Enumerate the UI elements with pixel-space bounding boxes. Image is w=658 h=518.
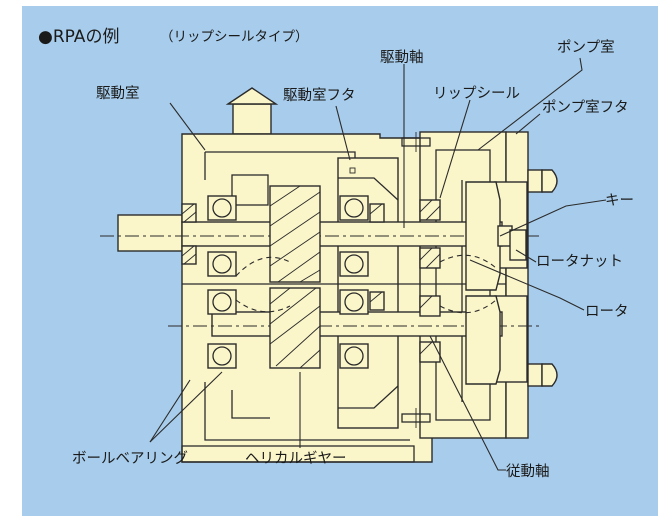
label-drive-chamber: 駆動室 bbox=[96, 85, 140, 102]
bearing-spacers bbox=[181, 203, 385, 311]
top-cap bbox=[225, 87, 279, 135]
drive-shaft bbox=[100, 214, 540, 252]
label-pump-chamber: ポンプ室 bbox=[557, 39, 615, 56]
lip-seal-upper bbox=[419, 199, 441, 269]
bolt-bottom bbox=[401, 408, 431, 428]
helical-gear-lower bbox=[269, 287, 321, 369]
ball-bearing-upper-left bbox=[207, 195, 237, 277]
label-driven-shaft: 従動軸 bbox=[506, 463, 550, 480]
label-helical-gear: ヘリカルギヤー bbox=[245, 450, 347, 467]
ball-bearing-lower-left bbox=[207, 289, 237, 369]
label-drive-shaft: 駆動軸 bbox=[380, 49, 424, 66]
rotor bbox=[439, 181, 501, 385]
leader-lines bbox=[149, 57, 607, 471]
cap-nut-top bbox=[527, 169, 558, 193]
driven-shaft bbox=[168, 311, 540, 337]
label-drive-chamber-cover: 駆動室フタ bbox=[283, 87, 356, 104]
label-lip-seal: リップシール bbox=[433, 85, 520, 102]
rotor-nut bbox=[509, 229, 527, 261]
label-rotor-nut: ロータナット bbox=[536, 253, 623, 270]
cap-nut-bottom bbox=[527, 363, 558, 387]
diagram-subtitle: （リップシールタイプ） bbox=[160, 29, 309, 45]
gear-hidden-lines bbox=[235, 256, 291, 313]
helical-gear-upper bbox=[269, 185, 321, 283]
diagram-title: ●RPAの例 bbox=[38, 27, 119, 47]
ball-bearing-upper-right bbox=[339, 195, 369, 277]
pump-chamber bbox=[419, 131, 507, 439]
bolt-top bbox=[401, 132, 431, 152]
label-pump-chamber-cover: ポンプ室フタ bbox=[542, 99, 629, 116]
label-ball-bearing: ボールベアリング bbox=[72, 450, 188, 467]
label-key: キー bbox=[605, 193, 634, 209]
label-rotor: ロータ bbox=[585, 303, 629, 320]
ball-bearing-lower-right bbox=[339, 289, 369, 369]
